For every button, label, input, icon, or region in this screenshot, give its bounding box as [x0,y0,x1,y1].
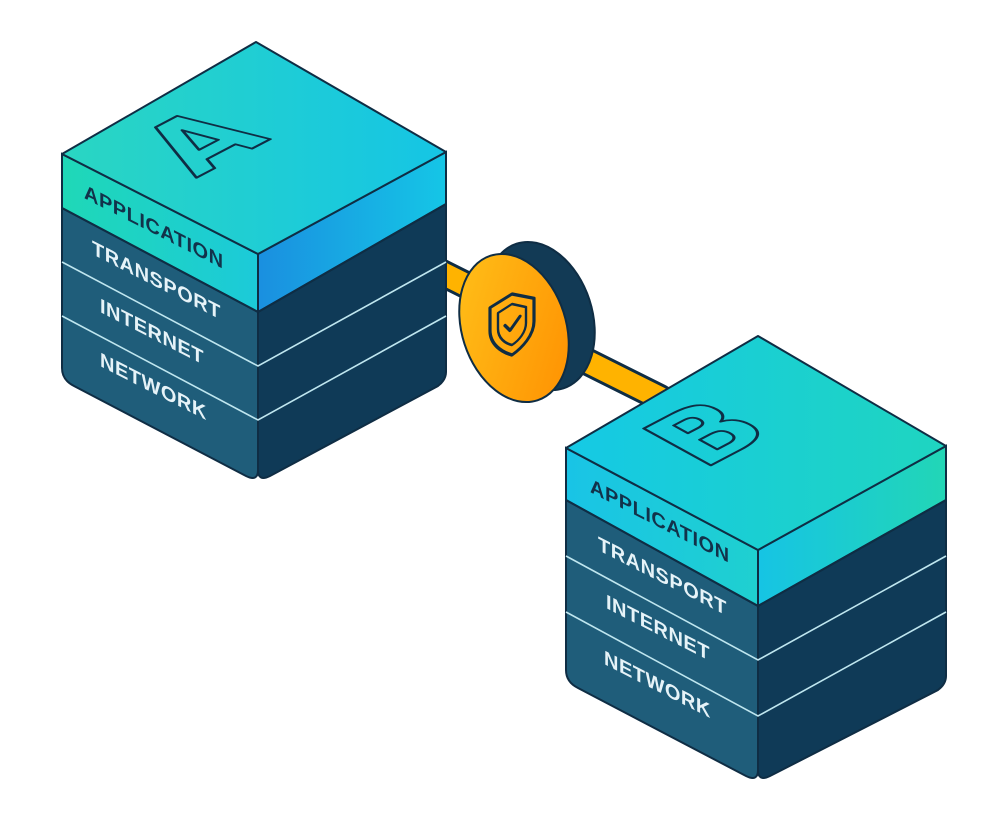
security-badge [458,240,596,404]
cube-node-b: B APPLICATION TRANSPORT INTERNET NETWORK [565,335,947,779]
shield-check-icon [488,292,536,357]
cube-node-a: A APPLICATION TRANSPORT INTERNET NETWORK [61,41,447,479]
